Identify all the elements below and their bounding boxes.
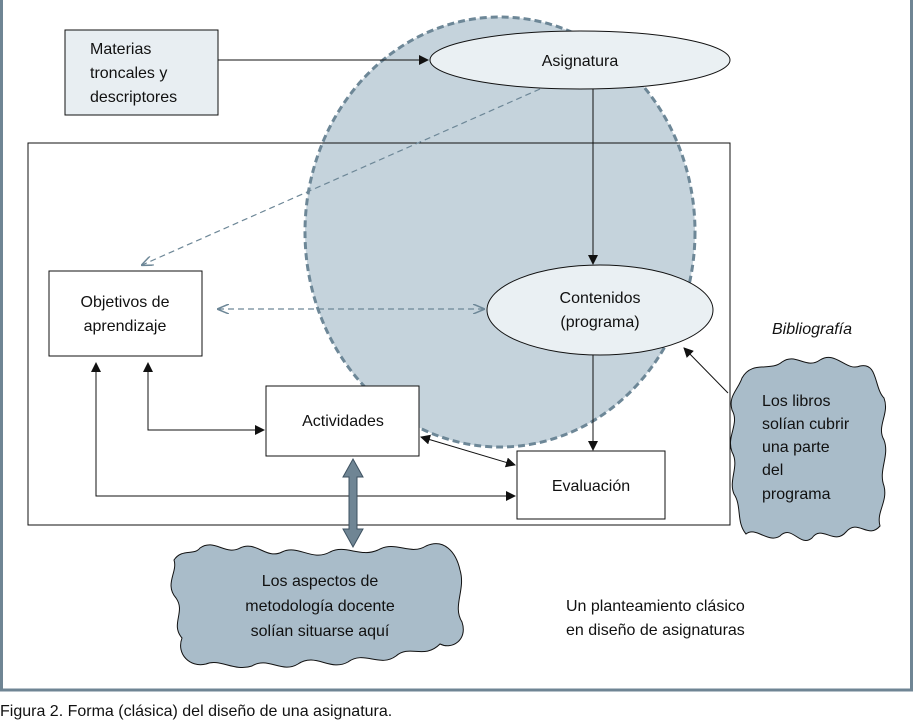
bibliografia-cloud-line-5: programa — [762, 486, 831, 503]
actividades-node: Actividades — [265, 385, 420, 457]
contenidos-line-2: (programa) — [560, 314, 639, 331]
evaluacion-node: Evaluación — [516, 450, 666, 520]
materias-node: Materias troncales y descriptores — [64, 29, 219, 116]
note-line-1: Un planteamiento clásico — [566, 598, 745, 615]
metodologia-line-3: solían situarse aquí — [251, 623, 390, 640]
actividades-label: Actividades — [302, 413, 384, 430]
materias-line-2: troncales y — [90, 65, 167, 82]
objetivos-line-1: Objetivos de — [81, 294, 170, 311]
evaluacion-label: Evaluación — [552, 478, 630, 495]
note-line-2: en diseño de asignaturas — [566, 622, 745, 639]
bibliografia-cloud-line-1: Los libros — [762, 393, 830, 410]
figure-frame — [0, 0, 913, 692]
arrow-objetivos-actividades — [143, 362, 265, 435]
bibliografia-cloud: Los libros solían cubrir una parte del p… — [730, 357, 887, 541]
objetivos-node: Objetivos de aprendizaje — [48, 270, 203, 357]
arrow-actividades-evaluacion — [420, 434, 516, 468]
objetivos-line-2: aprendizaje — [84, 318, 167, 335]
dashed-arrow-asignatura-objetivos — [142, 88, 541, 265]
metodologia-line-1: Los aspectos de — [262, 573, 379, 590]
asignatura-label: Asignatura — [542, 53, 619, 70]
contenidos-line-1: Contenidos — [560, 290, 641, 307]
materias-line-1: Materias — [90, 41, 151, 58]
bibliografia-cloud-line-2: solían cubrir — [762, 416, 850, 433]
materias-line-3: descriptores — [90, 89, 177, 106]
arrow-bibliografia-contenidos — [683, 347, 729, 394]
asignatura-node: Asignatura — [429, 30, 731, 90]
metodologia-cloud: Los aspectos de metodología docente solí… — [170, 543, 464, 668]
figure-caption: Figura 2. Forma (clásica) del diseño de … — [0, 703, 392, 720]
methodology-double-arrow — [342, 457, 364, 549]
bibliografia-cloud-line-3: una parte — [762, 439, 830, 456]
arrow-objetivos-evaluacion — [91, 362, 516, 501]
contenidos-node: Contenidos (programa) — [486, 264, 714, 356]
inner-frame — [27, 142, 731, 526]
bibliografia-cloud-line-4: del — [762, 462, 783, 479]
metodologia-line-2: metodología docente — [245, 598, 395, 615]
bibliografia-label: Bibliografía — [772, 321, 852, 338]
